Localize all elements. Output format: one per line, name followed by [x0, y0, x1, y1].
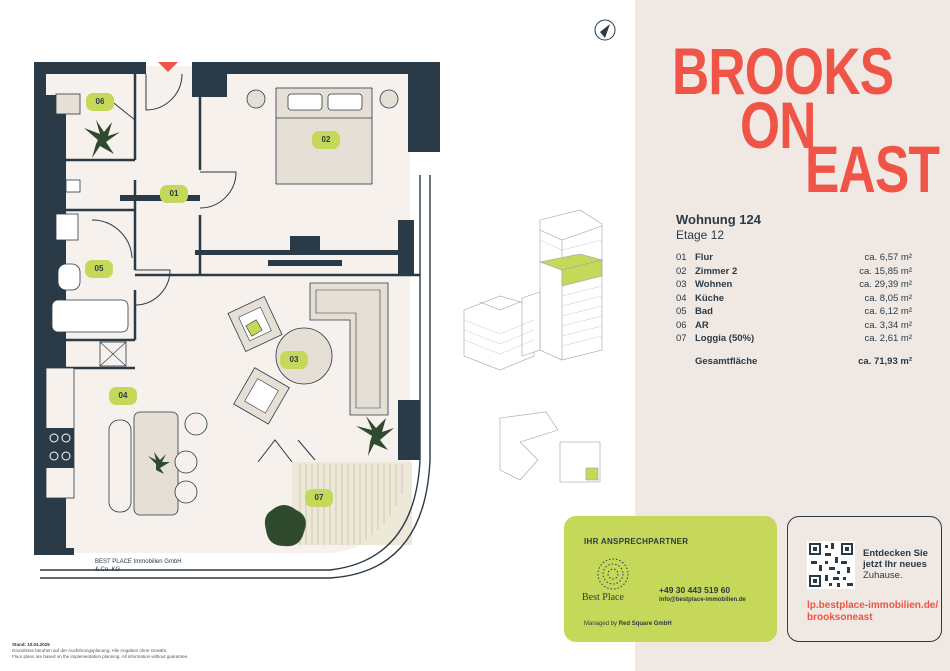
floor-plan-drawing	[34, 19, 616, 579]
room-name: AR	[695, 319, 709, 331]
room-name: Küche	[695, 292, 725, 304]
contact-card: IHR ANSPRECHPARTNER	[564, 516, 777, 642]
entrance-arrow-icon	[158, 62, 178, 72]
best-place-logo-icon	[597, 558, 629, 590]
room-num: 03	[676, 279, 687, 291]
brand-line-1: BROOKS	[672, 34, 894, 108]
room-name: Bad	[695, 306, 713, 318]
qr-card	[787, 516, 942, 642]
contact-phone[interactable]: +49 30 443 519 60	[659, 585, 731, 595]
room-num: 06	[676, 319, 687, 331]
room-label-03: 03	[280, 351, 308, 369]
room-label-05: 05	[85, 260, 113, 278]
managed-prefix: Managed by	[584, 621, 618, 627]
legal-line-en: Floor plans are based on the implementat…	[12, 654, 189, 659]
unit-floor: Etage 12	[676, 228, 725, 242]
room-label-01: 01	[160, 185, 188, 203]
room-area: ca. 6,57 m²	[864, 252, 912, 264]
unit-title: Wohnung 124	[676, 212, 761, 227]
room-label-02: 02	[312, 131, 340, 149]
room-label-07: 07	[305, 489, 333, 507]
legal-notice: Stand: 10.04.2025 Grundrisse beruhen auf…	[12, 642, 272, 660]
url-line-2: brooksoneast	[807, 612, 873, 623]
floor-plan-area: 06 02 01 05 03 04 07 Stand: 10.04.2025 G…	[12, 19, 616, 660]
room-label-06: 06	[86, 93, 114, 111]
room-row: 02 Zimmer 2 ca. 15,85 m²	[676, 265, 912, 279]
room-name: Zimmer 2	[695, 265, 738, 277]
room-area: ca. 3,34 m²	[864, 319, 912, 331]
website-link[interactable]: lp.bestplace-immobilien.de/ brooksoneast	[807, 600, 938, 624]
total-area-row: Gesamtfläche ca. 71,93 m²	[695, 356, 912, 367]
managed-company: Red Square GmbH	[618, 621, 672, 627]
room-name: Wohnen	[695, 279, 733, 291]
room-row: 06 AR ca. 3,34 m²	[676, 319, 912, 333]
plant-icon	[84, 120, 394, 547]
brand-line-2b: EAST	[805, 132, 940, 206]
legal-stand: Stand: 10.04.2025	[12, 642, 50, 647]
qr-text-line-3: Zuhause.	[863, 570, 903, 581]
room-name: Loggia (50%)	[695, 333, 755, 345]
room-row: 04 Küche ca. 8,05 m²	[676, 292, 912, 306]
room-area: ca. 15,85 m²	[859, 265, 912, 277]
best-place-wordmark: Best Place	[582, 592, 624, 603]
brand-line-2a: ON	[740, 88, 816, 162]
room-row: 03 Wohnen ca. 29,39 m²	[676, 278, 912, 292]
qr-code-icon[interactable]	[807, 541, 855, 589]
qr-text-line-2: jetzt Ihr neues	[863, 559, 927, 570]
qr-call-to-action: Entdecken Sie jetzt Ihr neues Zuhause.	[863, 548, 928, 581]
room-label-04: 04	[109, 387, 137, 405]
room-num: 05	[676, 306, 687, 318]
room-num: 07	[676, 333, 687, 345]
room-row: 05 Bad ca. 6,12 m²	[676, 305, 912, 319]
room-num: 04	[676, 292, 687, 304]
room-area: ca. 8,05 m²	[864, 292, 912, 304]
url-line-1: lp.bestplace-immobilien.de/	[807, 600, 939, 611]
room-list: 01 Flur ca. 6,57 m² 02 Zimmer 2 ca. 15,85 m²…	[676, 251, 912, 346]
room-row: 07 Loggia (50%) ca. 2,61 m²	[676, 332, 912, 346]
room-area: ca. 6,12 m²	[864, 306, 912, 318]
qr-text-line-1: Entdecken Sie	[863, 548, 928, 559]
room-num: 02	[676, 265, 687, 277]
room-area: ca. 2,61 m²	[864, 333, 912, 345]
total-area: ca. 71,93 m²	[858, 356, 912, 367]
total-label: Gesamtfläche	[695, 356, 758, 367]
room-num: 01	[676, 252, 687, 264]
managed-by: Managed by Red Square GmbH	[584, 621, 672, 627]
room-area: ca. 29,39 m²	[859, 279, 912, 291]
north-arrow-icon	[594, 19, 616, 41]
company-name: BEST PLACE Immobilien GmbH & Co. KG	[95, 559, 182, 573]
room-name: Flur	[695, 252, 713, 264]
contact-heading: IHR ANSPRECHPARTNER	[584, 537, 689, 546]
legal-line-de: Grundrisse beruhen auf der Ausführungspl…	[12, 648, 168, 653]
contact-email[interactable]: info@bestplace-immobilien.de	[659, 597, 746, 603]
room-row: 01 Flur ca. 6,57 m²	[676, 251, 912, 265]
